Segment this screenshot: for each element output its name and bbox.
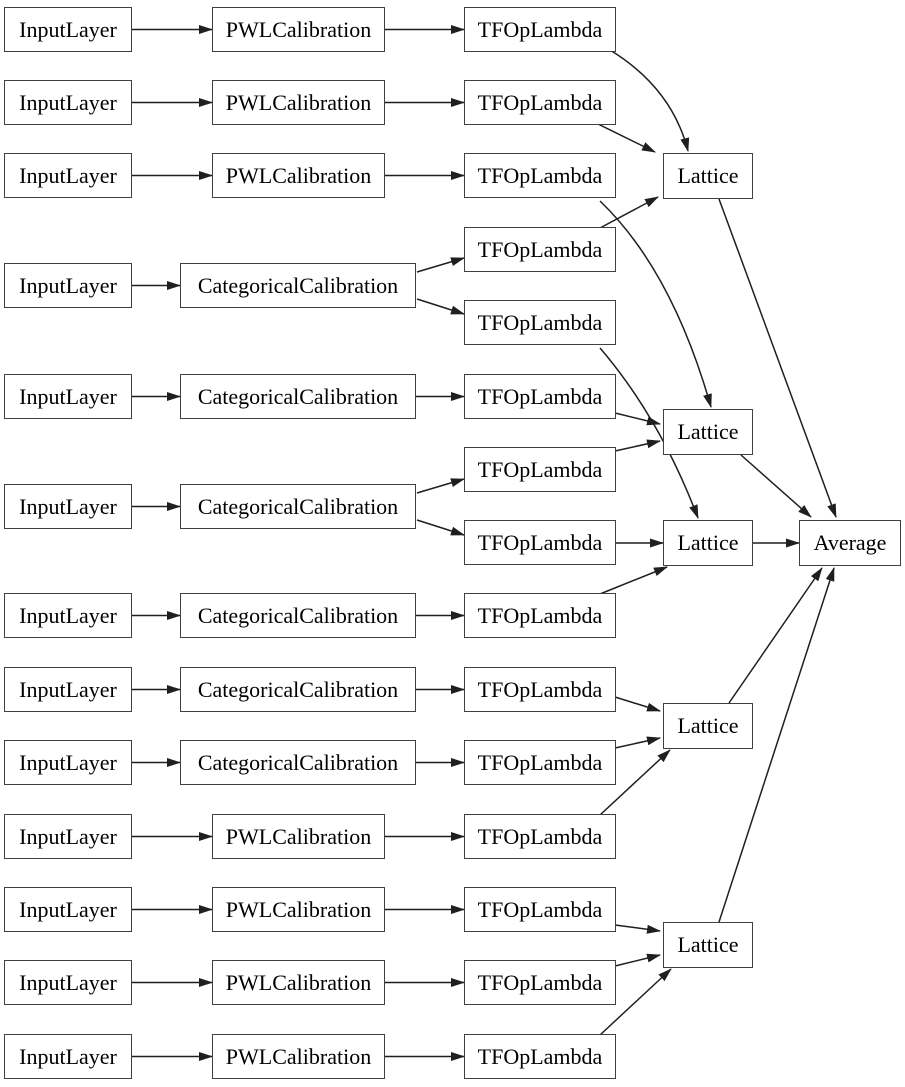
edge-t5-lat3 xyxy=(599,347,699,519)
edge-cc1-t5 xyxy=(416,298,465,315)
node-pwl-calibration: PWLCalibration xyxy=(212,814,385,859)
node-tfop-lambda: TFOpLambda xyxy=(464,153,616,198)
node-categorical-calibration: CategoricalCalibration xyxy=(180,667,416,712)
node-tfop-lambda: TFOpLambda xyxy=(464,520,616,565)
node-tfop-lambda: TFOpLambda xyxy=(464,814,616,859)
edge-lat2-avg xyxy=(740,454,812,518)
edges-group xyxy=(132,25,837,1061)
node-tfop-lambda: TFOpLambda xyxy=(464,80,616,125)
node-tfop-lambda: TFOpLambda xyxy=(464,1034,616,1079)
edge-lat5-avg xyxy=(718,567,835,923)
node-average: Average xyxy=(799,520,901,566)
node-categorical-calibration: CategoricalCalibration xyxy=(180,593,416,638)
node-tfop-lambda: TFOpLambda xyxy=(464,960,616,1005)
edge-t12-lat4 xyxy=(599,749,671,816)
node-categorical-calibration: CategoricalCalibration xyxy=(180,263,416,308)
node-input-layer: InputLayer xyxy=(4,1034,132,1079)
node-tfop-lambda: TFOpLambda xyxy=(464,593,616,638)
node-input-layer: InputLayer xyxy=(4,263,132,308)
node-lattice: Lattice xyxy=(663,153,753,199)
node-input-layer: InputLayer xyxy=(4,740,132,785)
node-tfop-lambda: TFOpLambda xyxy=(464,374,616,419)
edge-lat4-avg xyxy=(728,567,823,704)
edge-t13-lat5 xyxy=(614,924,661,934)
edge-t4-lat1 xyxy=(599,196,659,229)
node-input-layer: InputLayer xyxy=(4,80,132,125)
edge-t9-lat3 xyxy=(599,566,668,595)
node-tfop-lambda: TFOpLambda xyxy=(464,227,616,272)
node-input-layer: InputLayer xyxy=(4,153,132,198)
node-input-layer: InputLayer xyxy=(4,593,132,638)
node-tfop-lambda: TFOpLambda xyxy=(464,740,616,785)
node-input-layer: InputLayer xyxy=(4,374,132,419)
node-tfop-lambda: TFOpLambda xyxy=(464,300,616,345)
node-tfop-lambda: TFOpLambda xyxy=(464,7,616,52)
edge-cc3-t8 xyxy=(416,519,465,536)
node-categorical-calibration: CategoricalCalibration xyxy=(180,740,416,785)
node-lattice: Lattice xyxy=(663,703,753,749)
node-input-layer: InputLayer xyxy=(4,484,132,529)
node-pwl-calibration: PWLCalibration xyxy=(212,887,385,932)
node-input-layer: InputLayer xyxy=(4,667,132,712)
edge-t10-lat4 xyxy=(614,696,661,712)
node-input-layer: InputLayer xyxy=(4,7,132,52)
node-pwl-calibration: PWLCalibration xyxy=(212,80,385,125)
edge-t1-lat1 xyxy=(609,49,690,152)
edge-t11-lat4 xyxy=(614,736,661,749)
node-tfop-lambda: TFOpLambda xyxy=(464,887,616,932)
edge-t14-lat5 xyxy=(614,953,661,967)
node-pwl-calibration: PWLCalibration xyxy=(212,960,385,1005)
edge-cc1-t4 xyxy=(416,257,465,273)
edge-t7-lat2 xyxy=(614,439,661,452)
edge-t15-lat5 xyxy=(599,968,672,1036)
node-tfop-lambda: TFOpLambda xyxy=(464,667,616,712)
node-lattice: Lattice xyxy=(663,520,753,566)
node-lattice: Lattice xyxy=(663,922,753,968)
node-input-layer: InputLayer xyxy=(4,960,132,1005)
node-input-layer: InputLayer xyxy=(4,887,132,932)
node-lattice: Lattice xyxy=(663,409,753,455)
node-pwl-calibration: PWLCalibration xyxy=(212,7,385,52)
node-pwl-calibration: PWLCalibration xyxy=(212,153,385,198)
edge-t2-lat1 xyxy=(597,123,656,153)
node-input-layer: InputLayer xyxy=(4,814,132,859)
node-categorical-calibration: CategoricalCalibration xyxy=(180,484,416,529)
node-pwl-calibration: PWLCalibration xyxy=(212,1034,385,1079)
node-tfop-lambda: TFOpLambda xyxy=(464,447,616,492)
edge-t3-lat2 xyxy=(599,200,712,408)
edge-lat1-avg xyxy=(718,198,837,518)
edge-cc3-t7 xyxy=(416,478,465,494)
node-categorical-calibration: CategoricalCalibration xyxy=(180,374,416,419)
